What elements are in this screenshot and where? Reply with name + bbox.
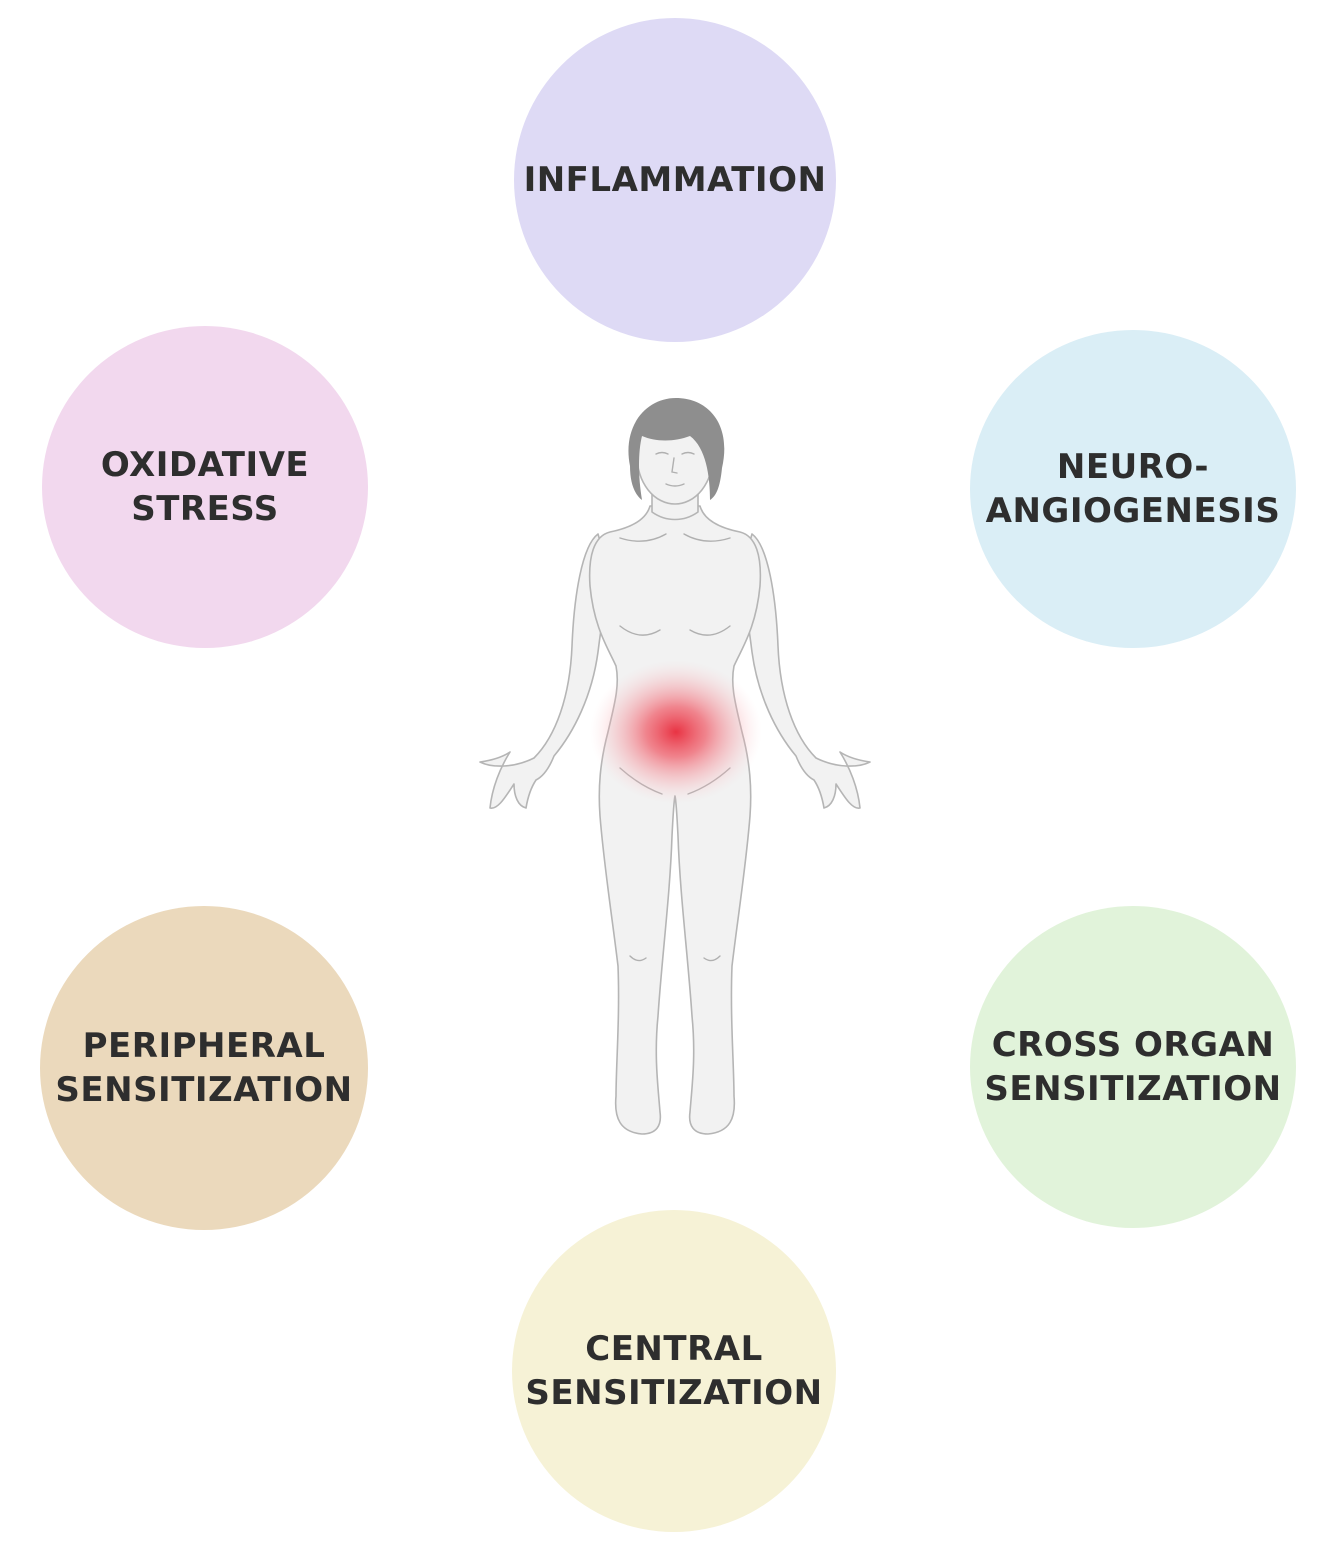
circle-peripheral-sensitization: PERIPHERAL SENSITIZATION	[40, 906, 368, 1230]
circle-central-sensitization: CENTRAL SENSITIZATION	[512, 1210, 836, 1532]
circle-label: OXIDATIVE STRESS	[101, 443, 309, 531]
circle-label-line: NEURO-	[1056, 447, 1210, 487]
circle-label: CENTRAL SENSITIZATION	[525, 1327, 822, 1415]
circle-label: PERIPHERAL SENSITIZATION	[55, 1024, 352, 1112]
circle-label-line: STRESS	[131, 489, 279, 529]
human-body-female-icon	[479, 398, 871, 1135]
circle-oxidative-stress: OXIDATIVE STRESS	[42, 326, 368, 648]
torso	[588, 505, 762, 1135]
right-arm	[739, 533, 871, 809]
circle-label-line: SENSITIZATION	[984, 1069, 1282, 1109]
circle-cross-organ-sensitization: CROSS ORGAN SENSITIZATION	[970, 906, 1296, 1228]
pain-area	[590, 660, 762, 804]
circle-label: INFLAMMATION	[524, 158, 827, 202]
circle-label: CROSS ORGAN SENSITIZATION	[984, 1023, 1281, 1111]
circle-label: NEURO- ANGIOGENESIS	[986, 445, 1281, 533]
circle-neuro-angiogenesis: NEURO- ANGIOGENESIS	[970, 330, 1296, 648]
circle-label-line: CENTRAL	[585, 1329, 763, 1369]
circle-label-line: SENSITIZATION	[525, 1373, 823, 1413]
left-arm	[479, 533, 611, 809]
circle-label-line: OXIDATIVE	[100, 445, 310, 485]
circle-inflammation: INFLAMMATION	[514, 18, 836, 342]
circle-label-line: SENSITIZATION	[55, 1070, 353, 1110]
circle-label-line: ANGIOGENESIS	[985, 491, 1281, 531]
circle-label-line: PERIPHERAL	[82, 1026, 326, 1066]
hair	[628, 398, 725, 500]
circle-label-line: INFLAMMATION	[523, 160, 827, 200]
circle-label-line: CROSS ORGAN	[991, 1025, 1275, 1065]
